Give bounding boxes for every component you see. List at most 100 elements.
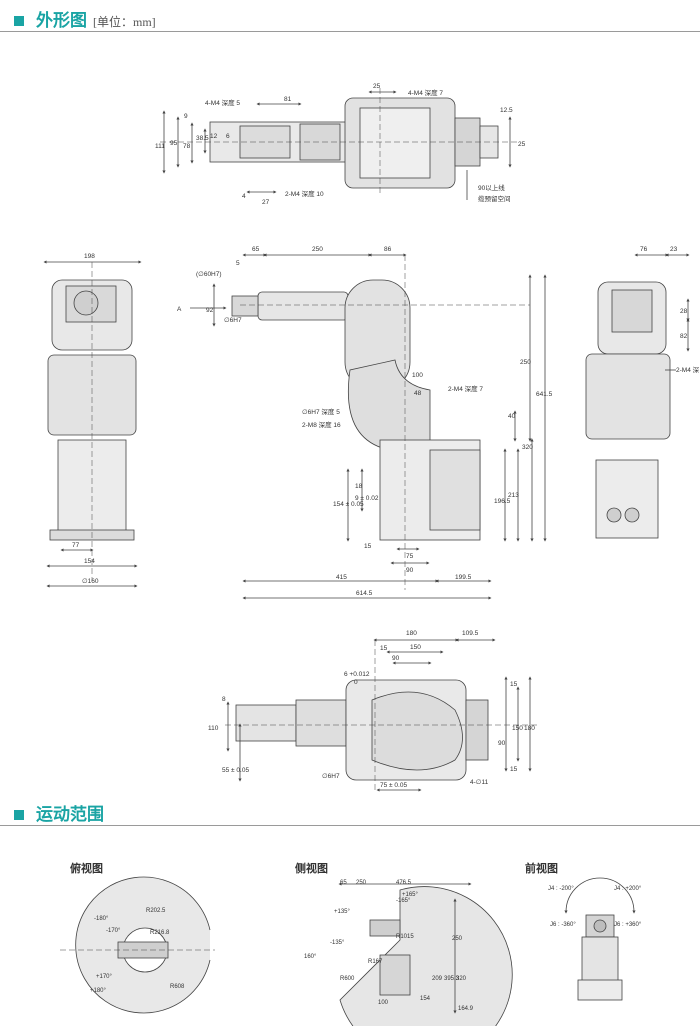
dim-label: 154 ± 0.05 bbox=[333, 501, 364, 508]
dim-label: 213 bbox=[508, 492, 519, 499]
dim-label: 6 bbox=[226, 133, 230, 140]
dim-label: 6 +0.012 bbox=[344, 671, 370, 678]
dim-label: 154 bbox=[84, 558, 95, 565]
dim-label: 76 bbox=[640, 246, 648, 253]
dim-label: 15 bbox=[364, 543, 372, 550]
motion-top-drawing bbox=[60, 876, 215, 1014]
angle-label: -170° bbox=[106, 928, 121, 934]
dim-label: 90 bbox=[406, 567, 414, 574]
dim-label: 75 bbox=[406, 553, 414, 560]
dim-label: 95 bbox=[170, 140, 178, 147]
dim-label: 150 bbox=[410, 644, 421, 651]
angle-label: +180° bbox=[90, 988, 107, 994]
dim-label: 4-M4 深度 7 bbox=[408, 88, 443, 97]
front-view-title: 前视图 bbox=[525, 861, 558, 875]
dim-label: 196.5 bbox=[494, 498, 511, 505]
dim-label: 40 bbox=[508, 413, 516, 420]
dim-label: 12.5 bbox=[500, 107, 513, 114]
dim-label: 缆预留空间 bbox=[478, 194, 511, 203]
dim-label: 2-M4 深度 10 bbox=[285, 189, 324, 198]
dim-label: 81 bbox=[284, 96, 292, 103]
dim-label: 320 bbox=[522, 444, 533, 451]
dim-label: (∅60H7) bbox=[196, 271, 222, 278]
dim-label: 48 bbox=[414, 390, 422, 397]
angle-label: +170° bbox=[96, 974, 113, 980]
section-marker-icon bbox=[14, 16, 24, 26]
bottom-view-labels: 180 109.5 15 150 90 6 +0.012 0 8 110 15 … bbox=[208, 630, 535, 789]
right-view-labels: 76 23 28 82 2-M4 深 bbox=[640, 246, 700, 374]
section-header-motion: 运动范围 bbox=[14, 800, 104, 825]
dim-label: ∅160 bbox=[82, 578, 99, 585]
dim-label: 250 bbox=[312, 246, 323, 253]
dim-label: 8 bbox=[222, 696, 226, 703]
dim-label: 198 bbox=[84, 253, 95, 260]
dim-label: 90 bbox=[498, 740, 506, 747]
dim-label: 9 bbox=[184, 113, 188, 120]
dim-label: 110 bbox=[208, 725, 219, 732]
dim-label: 180 bbox=[524, 725, 535, 732]
dim-label: 92 bbox=[206, 307, 214, 314]
angle-label: +135° bbox=[334, 909, 351, 915]
dim-label: 0 bbox=[354, 679, 358, 686]
dim-label: 111 bbox=[155, 143, 165, 150]
top-view-title: 俯视图 bbox=[70, 861, 103, 875]
section-marker-icon bbox=[14, 810, 24, 820]
left-view-labels: 198 77 154 ∅160 bbox=[72, 253, 99, 585]
left-view-drawing bbox=[43, 260, 142, 588]
dim-label: 5 bbox=[236, 260, 240, 267]
motion-front-labels: J4 : -200° J4 : +200° J6 : -360° J6 : +3… bbox=[548, 886, 642, 928]
dim-label: 55 ± 0.05 bbox=[222, 767, 249, 774]
dim-label: 75 ± 0.05 bbox=[380, 782, 407, 789]
dim-label: 25 bbox=[373, 83, 381, 90]
angle-label: -180° bbox=[94, 916, 109, 922]
dim-label: 18 bbox=[355, 483, 363, 490]
dim-label: 320 bbox=[456, 976, 467, 982]
dim-label: 476.5 bbox=[396, 880, 412, 886]
angle-label: +165° bbox=[402, 892, 419, 898]
section-divider-top bbox=[0, 31, 700, 32]
angle-label: -165° bbox=[396, 898, 411, 904]
dim-label: 25 bbox=[518, 141, 526, 148]
motion-side-drawing bbox=[338, 882, 513, 1026]
top-view-labels: 4-M4 深度 5 81 25 4-M4 深度 7 9 12.5 95 111 … bbox=[155, 83, 526, 206]
dim-label: 2-M4 深度 7 bbox=[448, 384, 483, 393]
motion-side-labels: 65 250 476.5 +135° -135° -165° +165° R10… bbox=[304, 880, 474, 1012]
dim-label: 4 bbox=[242, 193, 246, 200]
dim-label: 65 bbox=[252, 246, 260, 253]
dim-label: ∅6H7 bbox=[322, 773, 340, 780]
side-view-labels: 65 250 86 5 (∅60H7) A 92 ∅6H7 250 641.5 … bbox=[177, 246, 553, 597]
dim-label: 150 bbox=[512, 725, 523, 732]
dim-label: 4-∅11 bbox=[470, 779, 489, 786]
dim-label: 23 bbox=[670, 246, 678, 253]
angle-label: J6 : +360° bbox=[614, 922, 642, 928]
dim-label: 15 bbox=[380, 645, 388, 652]
dim-label: 614.5 bbox=[356, 590, 373, 597]
dim-label: 90以上线 bbox=[478, 183, 505, 192]
dim-label: 82 bbox=[680, 333, 688, 340]
dim-label: 86 bbox=[384, 246, 392, 253]
dim-label: 250 bbox=[520, 359, 531, 366]
motion-front-drawing bbox=[564, 877, 636, 1001]
angle-label: -135° bbox=[330, 940, 345, 946]
dim-label: 65 bbox=[340, 880, 347, 886]
dim-label: 154 bbox=[420, 996, 431, 1002]
dim-label: 164.9 bbox=[458, 1006, 474, 1012]
section-title-outline: 外形图 bbox=[36, 11, 87, 30]
dim-label: 199.5 bbox=[455, 574, 472, 581]
angle-label: 160° bbox=[304, 954, 317, 960]
dim-label: 180 bbox=[406, 630, 417, 637]
dim-label: 15 bbox=[510, 766, 518, 773]
dim-label: 90 bbox=[392, 655, 400, 662]
angle-label: J4 : +200° bbox=[614, 886, 642, 892]
angle-label: R202.5 bbox=[146, 908, 166, 914]
dim-label: 78 bbox=[183, 143, 191, 150]
angle-label: R216.8 bbox=[150, 930, 170, 936]
dim-label: 209 bbox=[432, 976, 443, 982]
side-view-title: 侧视图 bbox=[295, 861, 328, 875]
dim-label: 109.5 bbox=[462, 630, 479, 637]
dim-label: 250 bbox=[356, 880, 367, 886]
dim-label: R1015 bbox=[396, 934, 414, 940]
dim-label: 28 bbox=[680, 308, 688, 315]
dim-label: 415 bbox=[336, 574, 347, 581]
motion-top-labels: -180° -170° R202.5 R216.8 R608 +170° +18… bbox=[90, 908, 185, 994]
